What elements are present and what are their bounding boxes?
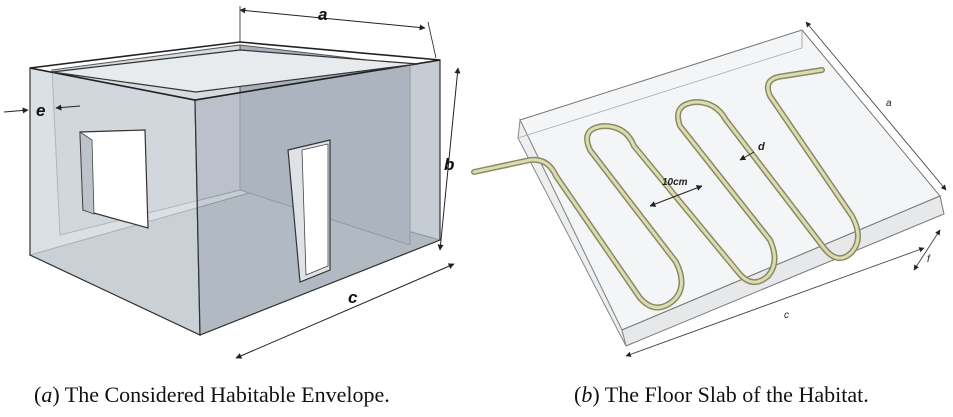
dim-a-line-slab xyxy=(805,21,947,191)
label-e-envelope: e xyxy=(36,101,45,120)
dim-c-line-envelope xyxy=(235,263,455,359)
dim-e-arrow-left xyxy=(3,107,29,114)
dim-a-line-envelope xyxy=(239,7,426,31)
envelope-window-depth xyxy=(79,131,95,215)
envelope-top-rim xyxy=(29,41,441,101)
slab-back-bottom-edge xyxy=(517,47,803,139)
panel-b-slab: 10cm d a f c xyxy=(471,21,947,357)
dim-b-line-envelope xyxy=(437,67,461,251)
dim-spacing-line xyxy=(649,185,703,207)
caption-a-text: The Considered Habitable Envelope. xyxy=(59,382,390,407)
label-a-slab: a xyxy=(886,98,892,109)
caption-b-text: The Floor Slab of the Habitat. xyxy=(599,382,869,407)
label-f-slab: f xyxy=(927,254,931,265)
label-c-slab: c xyxy=(784,310,789,321)
envelope-door-opening xyxy=(301,143,329,276)
dim-d-pointer xyxy=(739,151,755,161)
caption-a-letter: a xyxy=(41,382,53,407)
figure-svg: a b c e 10cm d a f xyxy=(3,5,947,359)
envelope-top-inner-rim xyxy=(51,49,419,93)
caption-panel-b: (b) The Floor Slab of the Habitat. xyxy=(574,382,869,407)
label-c-envelope: c xyxy=(348,288,358,307)
label-b-envelope: b xyxy=(444,155,454,174)
label-d-slab: d xyxy=(758,141,765,153)
panel-a-envelope: a b c e xyxy=(3,5,461,359)
label-a-envelope: a xyxy=(318,5,327,24)
label-spacing: 10cm xyxy=(662,177,688,188)
dim-a-ext-right xyxy=(427,21,437,59)
caption-panel-a: (a) The Considered Habitable Envelope. xyxy=(34,382,390,407)
dim-e-arrow-right xyxy=(55,104,81,111)
dim-c-line-slab xyxy=(625,247,925,357)
caption-b-letter: b xyxy=(581,382,593,407)
